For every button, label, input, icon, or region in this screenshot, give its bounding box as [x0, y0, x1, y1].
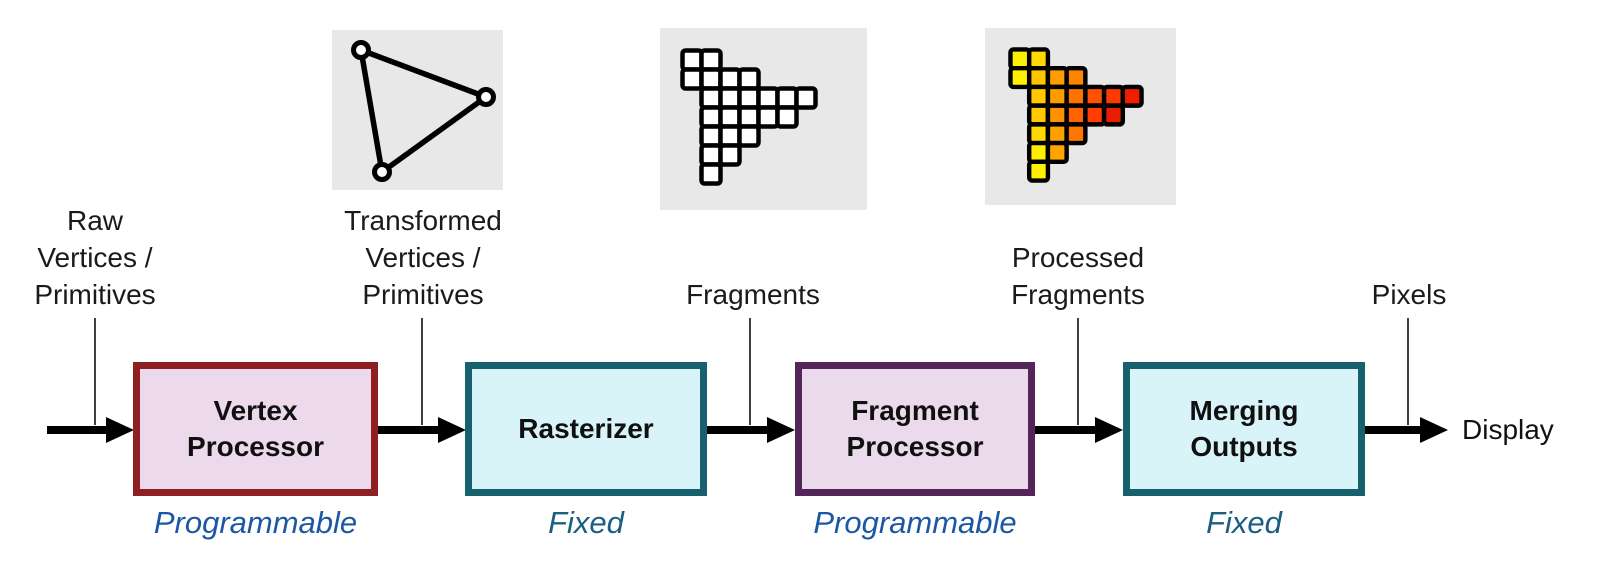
stage-label-line: Processor — [846, 431, 984, 462]
arrow-raster-to-fragment — [707, 426, 769, 434]
flow-label-line: Processed — [1011, 242, 1145, 273]
display-label: Display — [1462, 414, 1554, 445]
vertices-primitives-icon — [332, 30, 503, 190]
stage-label-line: Rasterizer — [518, 413, 654, 444]
flow-label-pixels: Pixels — [1289, 276, 1529, 313]
flow-label-processed-fragments: Processed Fragments — [958, 239, 1198, 313]
flow-label-line: Raw — [66, 205, 123, 236]
flow-label-fragments: Fragments — [633, 276, 873, 313]
stage-label-line: Fragment — [851, 395, 979, 426]
flow-label-line: Primitives — [362, 279, 484, 310]
arrow-vertex-to-raster-head — [438, 417, 466, 443]
raster-grid-icon — [680, 48, 818, 186]
stage-label-line: Merging — [1189, 395, 1299, 426]
connector-line-processed — [1077, 318, 1079, 425]
connector-line-pixels — [1407, 318, 1409, 425]
connector-line-fragments — [749, 318, 751, 425]
flow-label-line: Pixels — [1371, 279, 1447, 310]
stage-label-line: Outputs — [1190, 431, 1298, 462]
arrow-to-display-head — [1420, 417, 1448, 443]
flow-label-line: Vertices / — [37, 242, 153, 273]
stage-box-fragment-processor: Fragment Processor — [795, 362, 1035, 496]
arrow-fragment-to-merge-head — [1095, 417, 1123, 443]
connector-line-raw — [94, 318, 96, 425]
connector-line-transformed — [421, 318, 423, 425]
arrow-input-head — [106, 417, 134, 443]
processed-fragments-grid-icon — [985, 28, 1176, 205]
arrow-fragment-to-merge — [1035, 426, 1097, 434]
flow-label-line: Primitives — [34, 279, 156, 310]
flow-label-line: Vertices / — [365, 242, 481, 273]
flow-label-raw-vertices: Raw Vertices / Primitives — [0, 202, 215, 313]
arrow-to-display — [1365, 426, 1422, 434]
triangle-icon — [351, 40, 496, 182]
stage-label-line: Vertex — [213, 395, 298, 426]
arrow-vertex-to-raster — [378, 426, 440, 434]
flow-label-line: Fragments — [1011, 279, 1145, 310]
flow-label-line: Transformed — [344, 205, 502, 236]
type-label-merging-fixed: Fixed — [1206, 505, 1282, 540]
flow-label-line: Fragments — [686, 279, 820, 310]
fragments-grid-icon — [660, 28, 867, 210]
stage-label-line: Processor — [187, 431, 324, 462]
type-label-vertex-programmable: Programmable — [153, 505, 358, 540]
stage-box-vertex-processor: Vertex Processor — [133, 362, 378, 496]
stage-box-merging-outputs: Merging Outputs — [1123, 362, 1365, 496]
arrow-raster-to-fragment-head — [767, 417, 795, 443]
flow-label-transformed-vertices: Transformed Vertices / Primitives — [303, 202, 543, 313]
colored-raster-grid-icon — [1008, 47, 1144, 183]
type-label-rasterizer-fixed: Fixed — [548, 505, 624, 540]
stage-box-rasterizer: Rasterizer — [465, 362, 707, 496]
arrow-input — [47, 426, 107, 434]
type-label-fragment-programmable: Programmable — [813, 505, 1017, 540]
